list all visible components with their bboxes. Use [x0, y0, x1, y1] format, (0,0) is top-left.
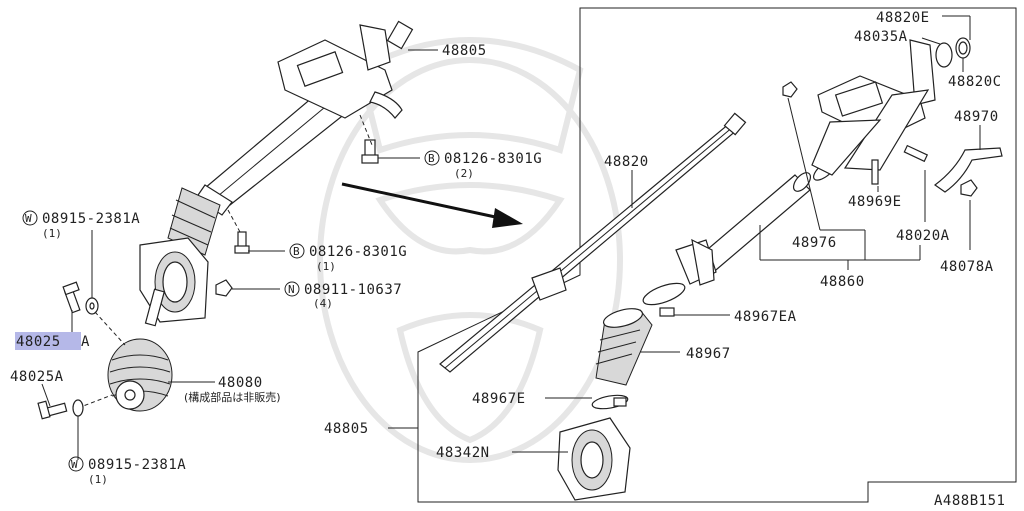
- qty-w2: (1): [88, 473, 108, 486]
- steering-column-assembly: [139, 20, 414, 327]
- label-48025A-highlight[interactable]: 48025: [16, 334, 61, 350]
- label-08911-10637[interactable]: 08911-10637: [304, 282, 402, 298]
- qty-w1: (1): [42, 227, 62, 240]
- right-leaders: [388, 15, 981, 453]
- qty-n1: (4): [313, 297, 333, 310]
- qty-b2: (1): [316, 260, 336, 273]
- label-48805-top[interactable]: 48805: [442, 43, 487, 59]
- label-48820C[interactable]: 48820C: [948, 74, 1002, 90]
- symbol-n1: N: [288, 283, 295, 296]
- diagram-id: A488B151: [934, 493, 1005, 509]
- label-48078A[interactable]: 48078A: [940, 259, 994, 275]
- fastener-callouts: B 08126-8301G (2) B 08126-8301G (1) N 08…: [22, 150, 542, 486]
- symbol-w2: W: [71, 458, 78, 471]
- label-48860[interactable]: 48860: [820, 274, 865, 290]
- label-48976[interactable]: 48976: [792, 235, 837, 251]
- label-48805-bottom[interactable]: 48805: [324, 421, 369, 437]
- part-labels: 48805 48820 48820E 48035A 48820C 48970 4…: [10, 10, 1005, 509]
- label-48967E[interactable]: 48967E: [472, 391, 526, 407]
- label-08915-2381A-a[interactable]: 08915-2381A: [42, 211, 140, 227]
- label-08126-8301G-a[interactable]: 08126-8301G: [444, 151, 542, 167]
- label-48342N[interactable]: 48342N: [436, 445, 490, 461]
- label-48025A-highlight-suffix: A: [81, 334, 90, 350]
- label-48967EA[interactable]: 48967EA: [734, 309, 797, 325]
- label-48969E[interactable]: 48969E: [848, 194, 902, 210]
- qty-b1: (2): [454, 167, 474, 180]
- label-48967[interactable]: 48967: [686, 346, 731, 362]
- label-48970[interactable]: 48970: [954, 109, 999, 125]
- label-48020A[interactable]: 48020A: [896, 228, 950, 244]
- column-detail-exploded: [439, 37, 1003, 501]
- label-48820[interactable]: 48820: [604, 154, 649, 170]
- label-48080-note: (構成部品は非販売): [184, 390, 281, 404]
- detail-arrow: [341, 182, 523, 228]
- highlight-box: [15, 332, 81, 350]
- symbol-b1: B: [428, 152, 435, 165]
- label-48025A-lower[interactable]: 48025A: [10, 369, 64, 385]
- label-48820E[interactable]: 48820E: [876, 10, 930, 26]
- left-leaders: [168, 49, 438, 383]
- symbol-w1: W: [25, 212, 32, 225]
- label-48080[interactable]: 48080: [218, 375, 263, 391]
- lower-hardware: [37, 230, 173, 460]
- label-08915-2381A-b[interactable]: 08915-2381A: [88, 457, 186, 473]
- label-08126-8301G-b[interactable]: 08126-8301G: [309, 244, 407, 260]
- symbol-b2: B: [293, 245, 300, 258]
- label-48035A[interactable]: 48035A: [854, 29, 908, 45]
